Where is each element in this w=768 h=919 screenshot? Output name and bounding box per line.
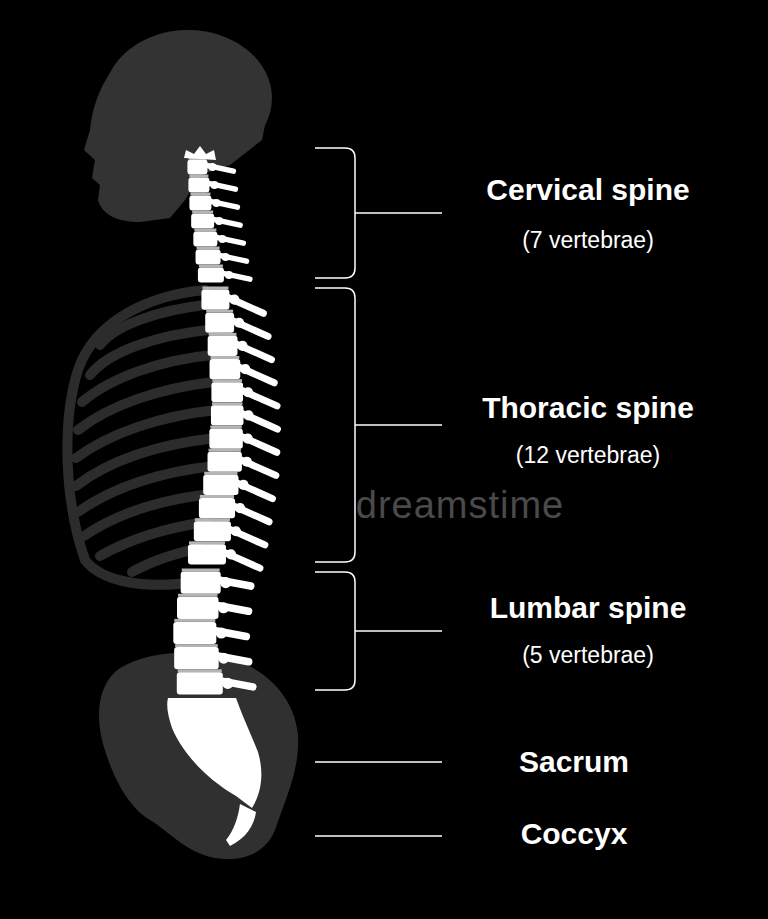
region-name: Sacrum <box>519 745 629 779</box>
label-holder: (12 vertebrae) <box>516 441 660 469</box>
intervertebral-disc <box>211 356 240 359</box>
label-holder: (7 vertebrae) <box>522 226 654 254</box>
label-holder: Coccyx <box>521 817 628 851</box>
vertebral-body <box>193 232 217 247</box>
vertebral-arch <box>218 602 229 613</box>
vertebral-body <box>198 268 224 283</box>
vertebral-arch <box>222 253 230 261</box>
vertebral-body <box>210 359 241 379</box>
intervertebral-disc <box>189 541 225 544</box>
intervertebral-disc <box>212 379 242 382</box>
vertebral-arch <box>240 364 250 374</box>
intervertebral-disc <box>209 449 241 452</box>
vertebral-arch <box>208 163 216 171</box>
vertebral-arch <box>231 526 241 536</box>
region-name: Thoracic spine <box>482 391 694 425</box>
region-name: Coccyx <box>521 817 628 851</box>
intervertebral-disc <box>190 193 210 196</box>
vertebral-body <box>211 405 244 425</box>
vertebral-column <box>173 146 277 695</box>
vertebral-arch <box>216 627 227 638</box>
vertebral-body <box>181 572 221 594</box>
vertebral-arch <box>243 387 253 397</box>
intervertebral-disc <box>209 333 237 336</box>
vertebral-body <box>173 622 216 644</box>
vertebral-body <box>209 429 242 449</box>
vertebral-body <box>205 313 234 333</box>
label-holder: Cervical spine <box>486 173 689 207</box>
intervertebral-disc <box>178 669 222 672</box>
vertebral-arch <box>243 433 253 443</box>
intervertebral-disc <box>210 426 241 429</box>
vertebral-body <box>194 521 231 541</box>
ribcage-outline <box>67 290 216 585</box>
region-name: Cervical spine <box>486 173 689 207</box>
sacrum-shape <box>167 698 261 808</box>
vertebra-count: (12 vertebrae) <box>516 441 660 469</box>
vertebral-arch <box>234 318 244 328</box>
vertebral-body <box>191 214 214 229</box>
vertebral-body <box>189 196 211 211</box>
skull-silhouette <box>84 30 272 222</box>
intervertebral-disc <box>212 402 243 405</box>
vertebral-arch <box>237 341 247 351</box>
coccyx-shape <box>226 804 256 846</box>
vertebral-arch <box>225 271 233 279</box>
intervertebral-disc <box>174 619 215 622</box>
intervertebral-disc <box>202 287 228 290</box>
vertebral-body <box>208 336 238 356</box>
vertebral-body <box>174 647 219 669</box>
atlas-vertebra <box>184 146 216 160</box>
vertebral-body <box>208 452 242 472</box>
vertebra-count: (5 vertebrae) <box>522 641 654 669</box>
label-holder: (5 vertebrae) <box>522 641 654 669</box>
intervertebral-disc <box>189 175 208 178</box>
intervertebral-disc <box>199 265 223 268</box>
vertebral-body <box>177 597 219 619</box>
watermark: dreamstime <box>356 484 565 526</box>
vertebral-arch <box>222 678 233 689</box>
label-holder: dreamstime <box>356 484 565 526</box>
vertebral-arch <box>218 653 229 664</box>
vertebral-arch <box>212 199 220 207</box>
vertebral-arch <box>210 181 218 189</box>
vertebral-body <box>203 475 238 495</box>
label-holder: Lumbar spine <box>490 591 687 625</box>
intervertebral-disc <box>195 518 230 521</box>
intervertebral-disc <box>178 594 218 597</box>
vertebral-body <box>188 178 209 193</box>
vertebral-body <box>177 672 223 694</box>
vertebral-arch <box>235 503 245 513</box>
intervertebral-disc <box>206 310 233 313</box>
vertebral-arch <box>220 577 231 588</box>
region-name: Lumbar spine <box>490 591 687 625</box>
intervertebral-disc <box>197 247 220 250</box>
label-holder: Thoracic spine <box>482 391 694 425</box>
intervertebral-disc <box>192 211 213 214</box>
pelvis-silhouette <box>99 652 298 859</box>
vertebral-body <box>199 498 235 518</box>
intervertebral-disc <box>182 569 220 572</box>
vertebral-arch <box>218 235 226 243</box>
vertebra-count: (7 vertebrae) <box>522 226 654 254</box>
vertebral-arch <box>226 549 236 559</box>
vertebral-arch <box>229 294 239 304</box>
vertebral-arch <box>238 480 248 490</box>
intervertebral-disc <box>194 229 216 232</box>
vertebral-body <box>201 290 229 310</box>
vertebral-arch <box>242 457 252 467</box>
intervertebral-disc <box>204 472 237 475</box>
vertebral-body <box>211 382 243 402</box>
vertebral-body <box>188 544 226 564</box>
vertebral-arch <box>243 410 253 420</box>
vertebral-arch <box>215 217 223 225</box>
label-holder: Sacrum <box>519 745 629 779</box>
intervertebral-disc <box>200 495 234 498</box>
vertebral-body <box>196 250 221 265</box>
vertebral-body <box>187 160 207 175</box>
intervertebral-disc <box>175 644 218 647</box>
